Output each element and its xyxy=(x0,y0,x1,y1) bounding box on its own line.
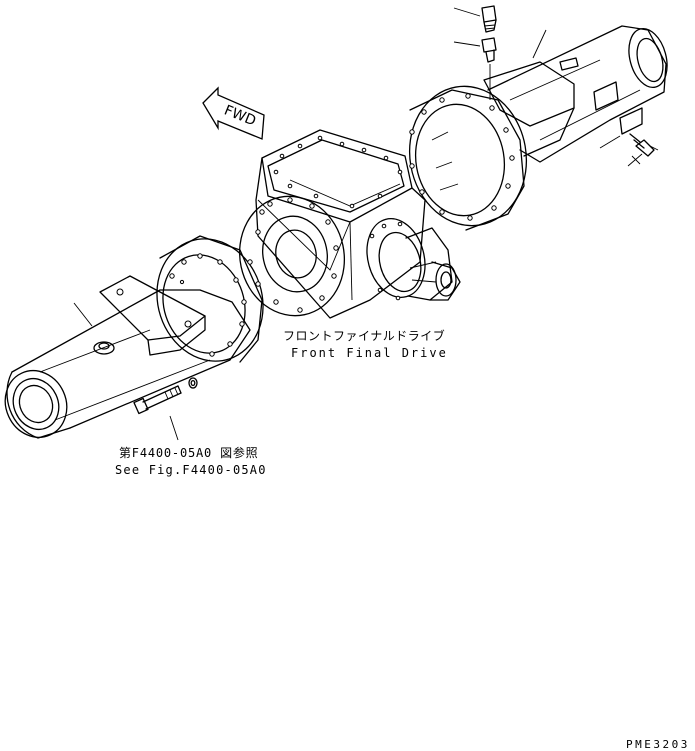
mounting-bolt xyxy=(133,377,198,441)
front-final-drive xyxy=(238,129,461,319)
reference-label-en: See Fig.F4400-05A0 xyxy=(115,463,267,477)
plug-screw xyxy=(627,133,659,167)
front-final-drive-label-en: Front Final Drive xyxy=(291,346,448,360)
drawing-code: PME3203 xyxy=(626,738,690,751)
adapter-fitting xyxy=(453,37,497,100)
right-axle-housing xyxy=(408,25,668,231)
reference-label-jp: 第F4400-05A0 図参照 xyxy=(119,446,259,460)
left-axle-housing xyxy=(4,235,264,439)
fwd-arrow-icon: FWD xyxy=(202,86,265,140)
breather-plug xyxy=(453,5,497,33)
front-final-drive-label-jp: フロントファイナルドライブ xyxy=(283,329,446,343)
